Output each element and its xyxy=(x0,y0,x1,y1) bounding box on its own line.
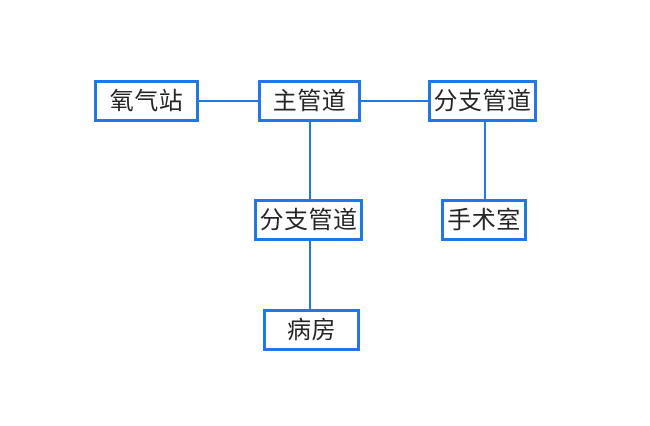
node-label-ward: 病房 xyxy=(287,316,336,344)
node-label-branch-pipeline-mid: 分支管道 xyxy=(259,206,358,234)
node-operating-room[interactable]: 手术室 xyxy=(441,199,527,241)
node-main-pipeline[interactable]: 主管道 xyxy=(258,80,361,122)
node-label-main-pipeline: 主管道 xyxy=(272,87,347,115)
node-label-oxygen-station: 氧气站 xyxy=(109,87,184,115)
node-label-operating-room: 手术室 xyxy=(447,206,521,234)
node-ward[interactable]: 病房 xyxy=(263,309,360,351)
node-label-branch-pipeline-right: 分支管道 xyxy=(433,87,532,115)
node-branch-pipeline-right[interactable]: 分支管道 xyxy=(428,80,537,122)
node-oxygen-station[interactable]: 氧气站 xyxy=(94,80,199,122)
node-branch-pipeline-mid[interactable]: 分支管道 xyxy=(254,199,363,241)
